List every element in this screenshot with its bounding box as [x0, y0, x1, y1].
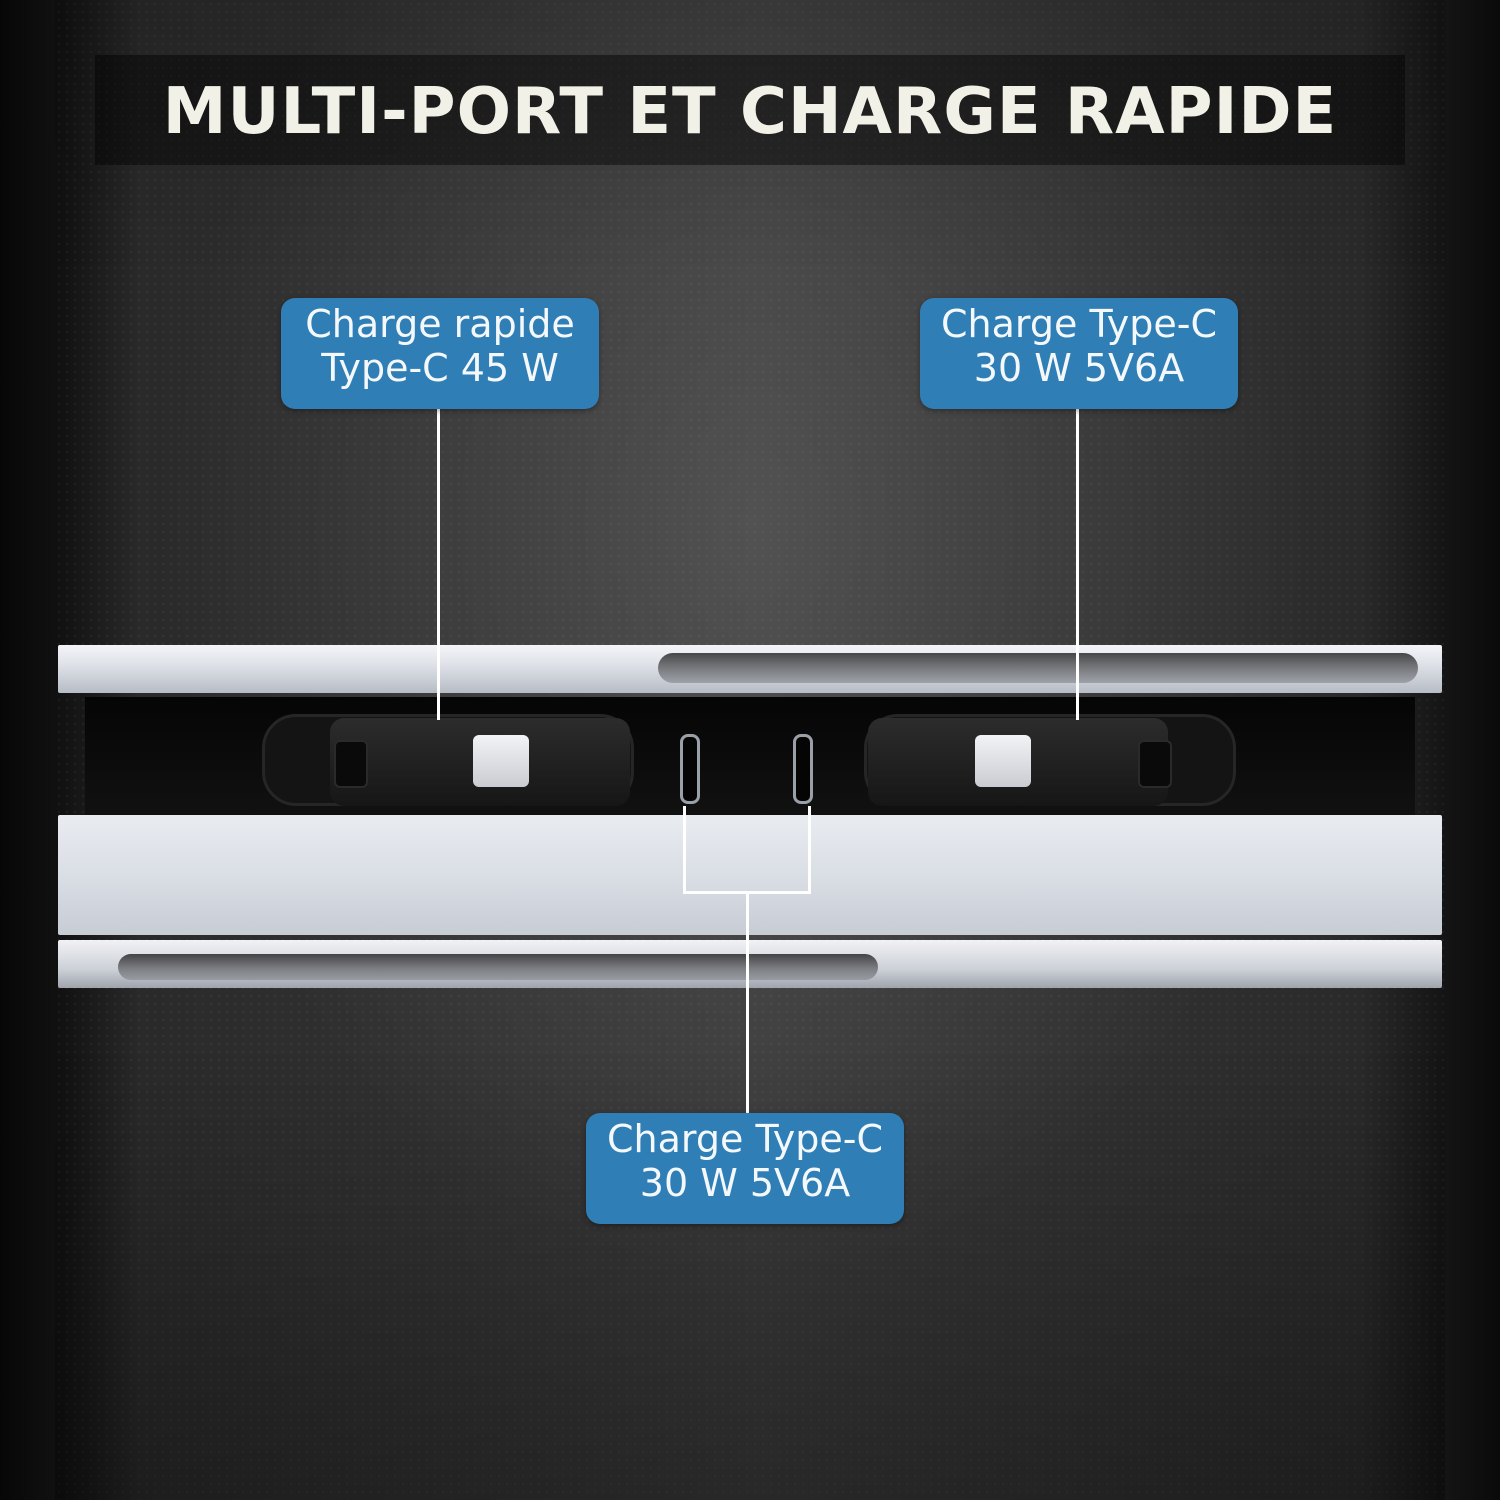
callout-left-line1: Charge rapide — [305, 302, 575, 346]
title-band — [95, 55, 1405, 165]
callout-left: Charge rapide Type-C 45 W — [281, 298, 599, 409]
usb-c-port-1-icon — [680, 734, 700, 804]
left-leader-line — [437, 408, 440, 720]
callout-right-line2: 30 W 5V6A — [973, 346, 1185, 390]
bottom-leader-left — [683, 806, 686, 894]
left-cable-strap-icon — [334, 740, 368, 788]
bottom-leader-stem — [746, 891, 749, 1115]
usb-c-port-2-icon — [793, 734, 813, 804]
chrome-rail-top — [58, 645, 1442, 693]
bottom-leader-right — [808, 806, 811, 894]
right-cable-strap-icon — [1138, 740, 1172, 788]
chrome-rail-middle — [58, 815, 1442, 935]
callout-bottom-line1: Charge Type-C — [607, 1117, 883, 1161]
callout-bottom-line2: 30 W 5V6A — [639, 1161, 851, 1205]
chrome-rail-lower — [58, 940, 1442, 988]
left-usb-c-plug-icon — [473, 735, 529, 787]
page-title: MULTI-PORT ET CHARGE RAPIDE — [162, 75, 1338, 149]
callout-bottom: Charge Type-C 30 W 5V6A — [586, 1113, 904, 1224]
callout-right-line1: Charge Type-C — [941, 302, 1217, 346]
right-usb-c-plug-icon — [975, 735, 1031, 787]
callout-left-line2: Type-C 45 W — [321, 346, 559, 390]
callout-right: Charge Type-C 30 W 5V6A — [920, 298, 1238, 409]
right-leader-line — [1076, 408, 1079, 720]
